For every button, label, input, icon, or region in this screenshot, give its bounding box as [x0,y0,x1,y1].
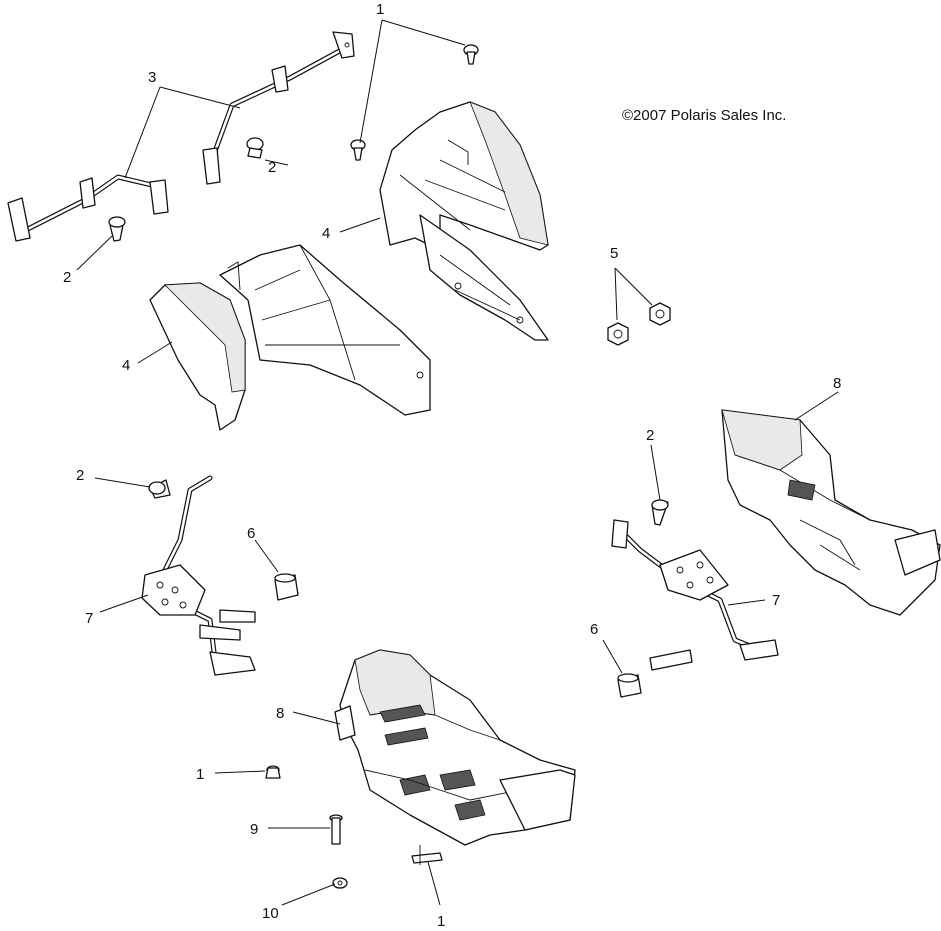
fender-left [149,244,431,431]
push-rivet-upper-mid [350,139,366,161]
nut-upper [649,302,671,326]
callout-2-left: 2 [63,269,71,286]
callout-6-right: 6 [590,621,598,638]
leader-lines [76,19,839,906]
callout-2-upper: 2 [268,159,276,176]
callout-10: 10 [262,905,279,922]
bushing-left [274,573,299,601]
footwell-right [721,409,941,616]
nut-lower [607,322,629,346]
callout-6-left: 6 [247,525,255,542]
screw-clip-mid-left [148,479,171,499]
screw-clip-upper [246,137,264,159]
footwell-left [334,649,576,846]
clip-bottom [411,845,443,865]
callout-8-bottom: 8 [276,705,284,722]
callout-2-mid-left: 2 [76,467,84,484]
push-rivet-top [463,44,479,65]
footpeg-bracket-left [141,475,256,676]
footpeg-bracket-right [611,519,779,671]
pin-bolt [329,814,343,845]
callout-3: 3 [148,69,156,86]
callout-7-right: 7 [772,592,780,609]
bushing-right [617,673,642,698]
small-nut [332,877,348,889]
callout-1-bottom: 1 [437,913,445,930]
callout-7-left: 7 [85,610,93,627]
mounting-bracket-lower [7,174,169,242]
mounting-bracket-upper [202,31,355,185]
screw-clip-mid-right [651,499,669,526]
callout-numbers: 1 3 2 2 4 4 5 8 2 2 6 7 7 6 8 1 9 10 1 [63,1,841,930]
copyright-text: ©2007 Polaris Sales Inc. [622,107,786,124]
callout-8-right: 8 [833,375,841,392]
callout-9: 9 [250,821,258,838]
screw-clip-left [108,216,126,242]
callout-1-top: 1 [376,1,384,18]
callout-4-right-fender: 4 [322,225,330,242]
fender-right [379,101,549,341]
callout-2-right: 2 [646,427,654,444]
callout-5: 5 [610,245,618,262]
callout-1-mid: 1 [196,766,204,783]
push-rivet-bottom-left [265,765,281,779]
callout-4-left-fender: 4 [122,357,130,374]
